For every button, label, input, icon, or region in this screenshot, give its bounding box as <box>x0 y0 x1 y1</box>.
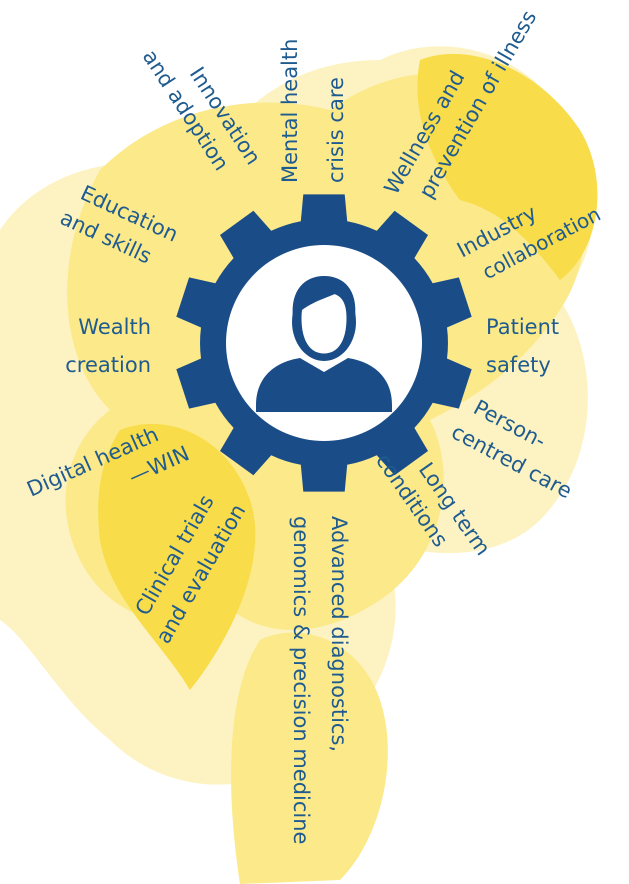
label-line: Patient <box>486 315 559 339</box>
label-line: creation <box>65 353 151 377</box>
background-blob <box>98 423 256 690</box>
person-body-icon <box>256 358 392 412</box>
label-line: genomics & precision medicine <box>289 516 313 844</box>
label-line: Mental health <box>278 39 302 183</box>
label-line: Advanced diagnostics, <box>327 516 351 752</box>
background-blob <box>231 632 388 884</box>
label-line: Wealth <box>78 315 151 339</box>
label-line: crisis care <box>324 77 348 183</box>
label-patient-safety: Patient safety <box>486 315 559 377</box>
label-wealth: Wealth creation <box>65 315 151 377</box>
person-icon <box>256 276 392 412</box>
label-mental-health: Mental health crisis care <box>278 39 348 183</box>
background-blob <box>417 53 598 280</box>
label-line: safety <box>486 353 551 377</box>
label-advanced: Advanced diagnostics, genomics & precisi… <box>289 516 351 844</box>
person-hair-icon <box>292 276 356 318</box>
